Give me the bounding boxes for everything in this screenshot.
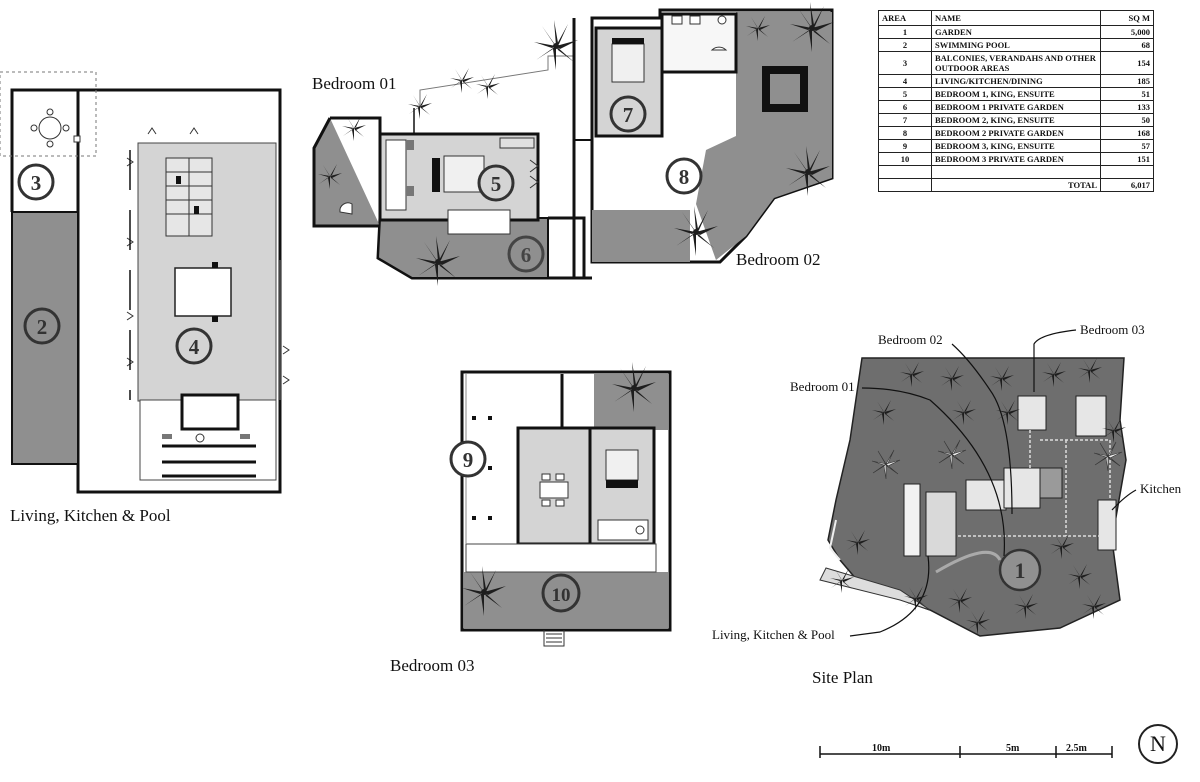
area-marker-3: 3: [17, 163, 55, 201]
svg-text:9: 9: [463, 448, 474, 472]
table-header-row: AREA NAME SQ M: [878, 10, 1154, 26]
sqm-cell: 57: [1100, 139, 1154, 153]
name-cell: BEDROOM 1 PRIVATE GARDEN: [931, 100, 1101, 114]
total-value: 6,017: [1100, 178, 1154, 192]
total-label: TOTAL: [931, 178, 1101, 192]
sqm-cell: 51: [1100, 87, 1154, 101]
table-total-row: TOTAL 6,017: [878, 178, 1154, 192]
bedroom-02-plan: [572, 8, 834, 280]
name-cell: BALCONIES, VERANDAHS AND OTHER OUTDOOR A…: [931, 51, 1101, 75]
scale-bar: [819, 746, 1113, 758]
bedroom-03-plan: [460, 370, 672, 647]
bedroom-02-title: Bedroom 02: [736, 250, 821, 269]
name-cell: BEDROOM 3 PRIVATE GARDEN: [931, 152, 1101, 166]
north-arrow-icon: N: [1138, 724, 1178, 764]
sqm-cell: 185: [1100, 74, 1154, 88]
site-callout-bedroom-03: Bedroom 03: [1080, 322, 1145, 337]
bedroom-01-plan: [312, 55, 586, 280]
site-callout-bedroom-01: Bedroom 01: [790, 379, 855, 394]
north-label: N: [1150, 731, 1166, 756]
area-cell: 8: [878, 126, 932, 140]
svg-text:8: 8: [679, 165, 690, 189]
site-plan: [819, 329, 1137, 637]
svg-text:3: 3: [31, 171, 42, 195]
sqm-cell: 154: [1100, 51, 1154, 75]
name-cell: LIVING/KITCHEN/DINING: [931, 74, 1101, 88]
svg-text:4: 4: [189, 335, 200, 359]
area-cell: 3: [878, 51, 932, 75]
site-callout-kitchen: Kitchen: [1140, 481, 1182, 496]
scale-label-2-5m: 2.5m: [1066, 743, 1087, 754]
scale-label-5m: 5m: [1006, 743, 1020, 754]
area-marker-2: 2: [23, 307, 61, 345]
area-cell: 9: [878, 139, 932, 153]
header-sqm: SQ M: [1100, 10, 1154, 26]
area-cell: 10: [878, 152, 932, 166]
svg-text:7: 7: [623, 103, 634, 127]
sqm-cell: 168: [1100, 126, 1154, 140]
area-marker-10: 10: [541, 573, 581, 613]
header-area: AREA: [878, 10, 932, 26]
sqm-cell: 133: [1100, 100, 1154, 114]
name-cell: GARDEN: [931, 25, 1101, 39]
area-marker-6: 6: [507, 235, 545, 273]
bedroom-03-title: Bedroom 03: [390, 656, 475, 675]
area-cell: 2: [878, 38, 932, 52]
svg-text:5: 5: [491, 172, 502, 196]
area-cell: 4: [878, 74, 932, 88]
scale-label-10m: 10m: [872, 743, 891, 754]
bedroom-01-title: Bedroom 01: [312, 74, 397, 93]
site-callout-bedroom-02: Bedroom 02: [878, 332, 943, 347]
svg-text:2: 2: [37, 315, 48, 339]
svg-text:1: 1: [1015, 558, 1026, 583]
site-plan-title: Site Plan: [812, 668, 873, 687]
name-cell: BEDROOM 2, KING, ENSUITE: [931, 113, 1101, 127]
area-marker-8: 8: [665, 157, 703, 195]
area-marker-4: 4: [175, 327, 213, 365]
area-markers: 1 2 3 4 5 6 7 8 9 10: [17, 95, 1042, 613]
area-marker-7: 7: [609, 95, 647, 133]
area-cell: 7: [878, 113, 932, 127]
name-cell: BEDROOM 2 PRIVATE GARDEN: [931, 126, 1101, 140]
sqm-cell: 50: [1100, 113, 1154, 127]
table-blank-row: [878, 165, 1154, 179]
header-name: NAME: [931, 10, 1101, 26]
area-marker-9: 9: [449, 440, 487, 478]
svg-text:10: 10: [552, 585, 571, 606]
sqm-cell: 5,000: [1100, 25, 1154, 39]
area-cell: 1: [878, 25, 932, 39]
sqm-cell: 151: [1100, 152, 1154, 166]
sqm-cell: 68: [1100, 38, 1154, 52]
area-cell: 6: [878, 100, 932, 114]
svg-text:6: 6: [521, 243, 532, 267]
living-kitchen-pool-title: Living, Kitchen & Pool: [10, 506, 171, 525]
area-cell: 5: [878, 87, 932, 101]
living-kitchen-pool-plan: [0, 71, 290, 494]
area-marker-5: 5: [477, 164, 515, 202]
name-cell: BEDROOM 3, KING, ENSUITE: [931, 139, 1101, 153]
area-marker-1: 1: [998, 548, 1042, 592]
name-cell: BEDROOM 1, KING, ENSUITE: [931, 87, 1101, 101]
site-callout-living: Living, Kitchen & Pool: [712, 627, 835, 642]
name-cell: SWIMMING POOL: [931, 38, 1101, 52]
